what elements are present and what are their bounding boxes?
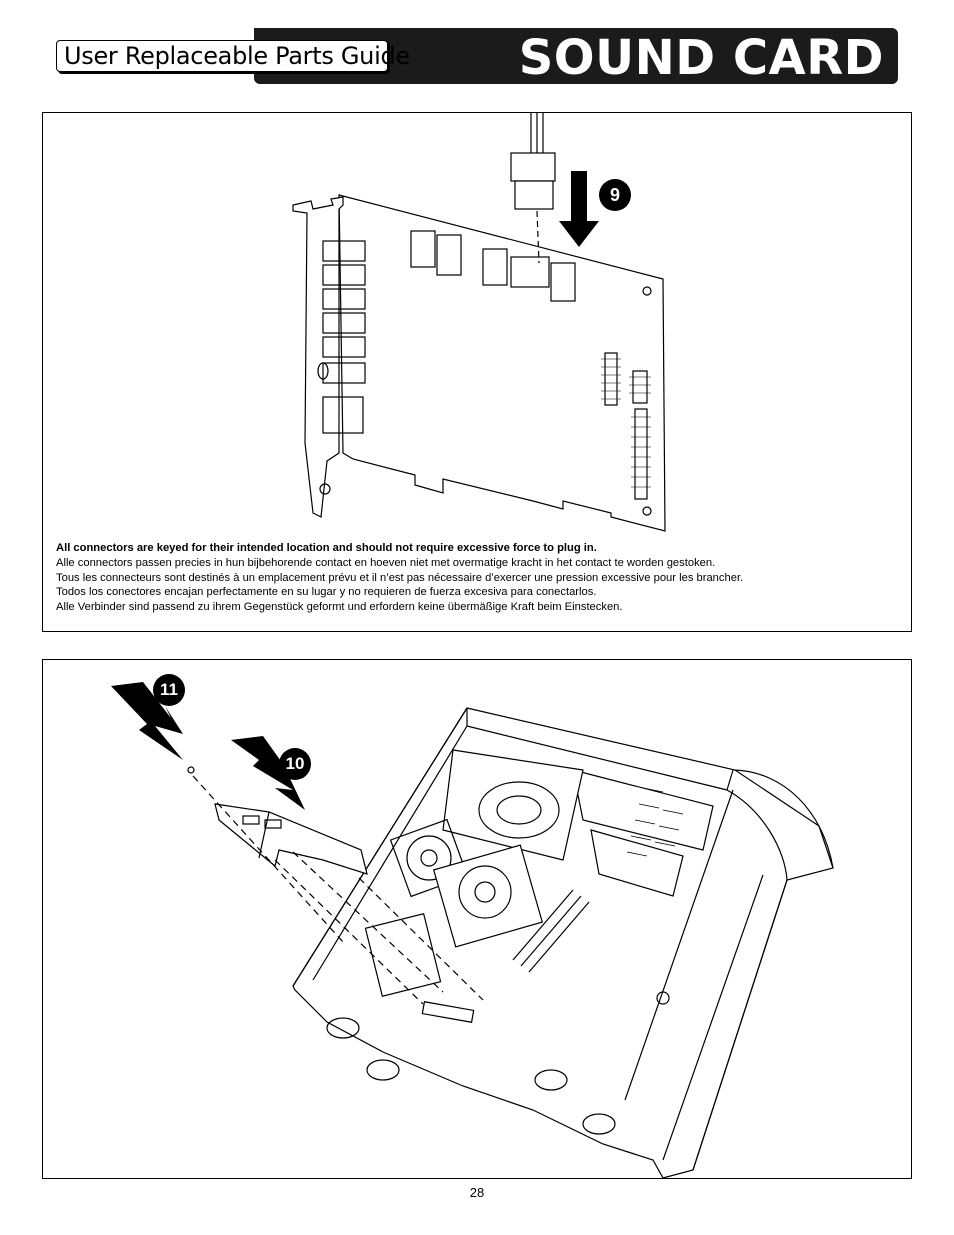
card-arrow [231, 736, 305, 810]
section-title: SOUND CARD [518, 30, 884, 86]
note-french: Tous les connecteurs sont destinés à un … [56, 571, 744, 584]
power-plug [510, 152, 556, 182]
note-english: All connectors are keyed for their inten… [56, 542, 597, 554]
header-title-bar: SOUND CARD [254, 28, 898, 86]
connector-notes: All connectors are keyed for their inten… [56, 541, 896, 615]
chassis-install-illustration [111, 682, 834, 1178]
sound-card-cable-illustration [292, 113, 666, 532]
sound-card [214, 803, 368, 875]
guide-label: User Replaceable Parts Guide [64, 42, 410, 70]
note-german: Alle Verbinder sind passend zu ihrem Geg… [56, 601, 623, 614]
note-dutch: Alle connectors passen precies in hun bi… [56, 556, 716, 569]
step-screw-badge: 11 [153, 674, 185, 706]
step-panel-connect-cable: 9 All connectors are keyed for their int… [42, 112, 912, 632]
down-arrow [559, 171, 599, 247]
pcb-board [338, 194, 666, 532]
step-number-badge: 9 [599, 179, 631, 211]
mounting-bracket [292, 196, 344, 518]
step-panel-install-card: 11 10 [42, 659, 912, 1179]
step-card-badge: 10 [279, 748, 311, 780]
guide-label-box: User Replaceable Parts Guide [56, 40, 410, 72]
page-number: 28 [469, 1185, 485, 1200]
note-spanish: Todos los conectores encajan perfectamen… [56, 586, 597, 599]
screw [187, 766, 195, 774]
screw-arrow [111, 682, 183, 760]
